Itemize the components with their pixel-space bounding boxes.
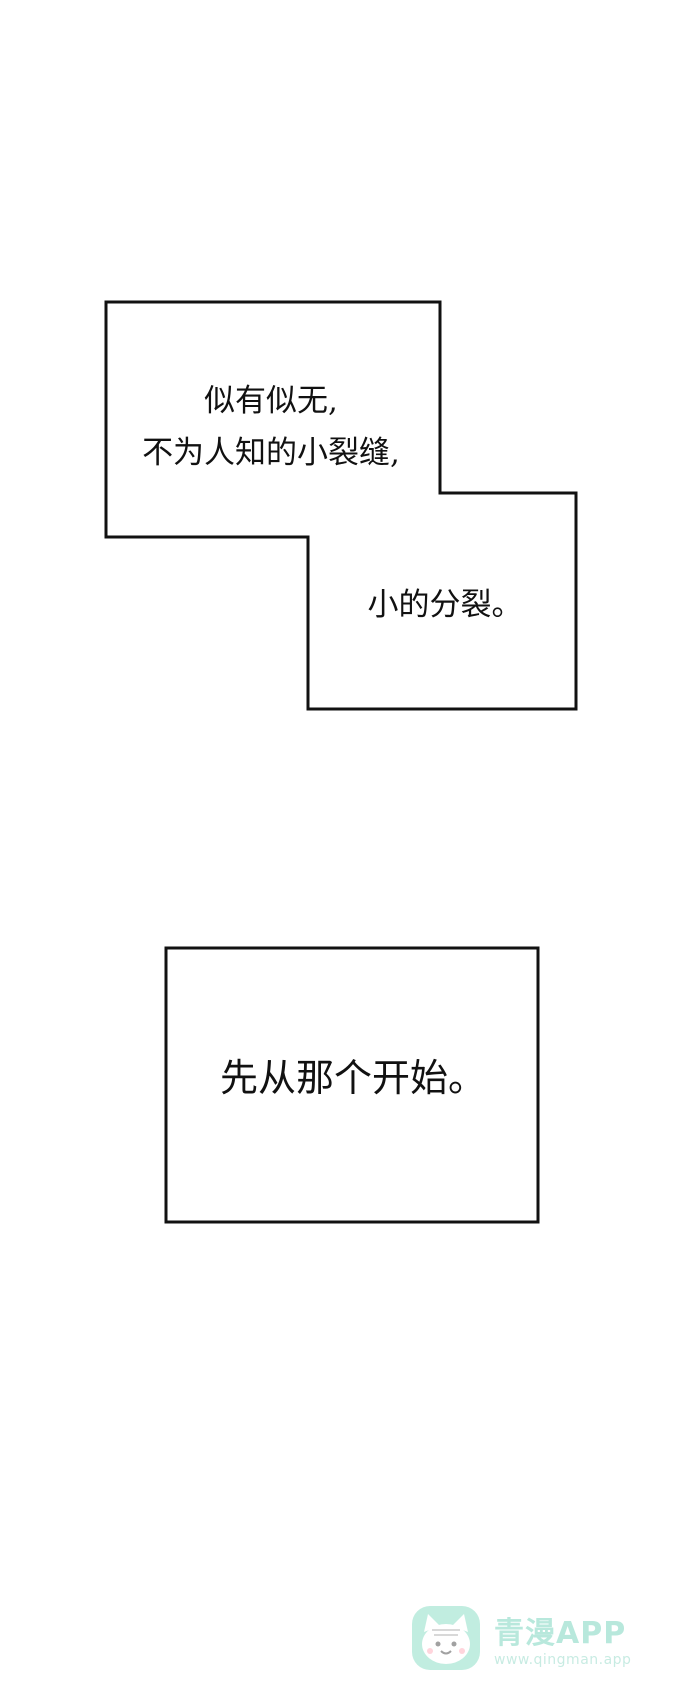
caption-text-1: 似有似无, 不为人知的小裂缝,: [106, 375, 436, 479]
caption-box-rect: [164, 946, 540, 1224]
caption-line: 似有似无,: [204, 383, 338, 419]
watermark: 青漫APP www.qingman.app: [410, 1600, 650, 1680]
caption-line: 先从那个开始。: [219, 1056, 486, 1100]
caption-text-2: 小的分裂。: [310, 585, 580, 625]
caption-text-3: 先从那个开始。: [168, 1053, 538, 1103]
watermark-brand: 青漫APP: [494, 1616, 627, 1651]
caption-line: 小的分裂。: [367, 587, 523, 623]
watermark-url: www.qingman.app: [494, 1652, 632, 1668]
cat-face-icon: [412, 1606, 480, 1670]
caption-line: 不为人知的小裂缝,: [142, 435, 400, 471]
caption-box-stepped: [104, 300, 578, 711]
